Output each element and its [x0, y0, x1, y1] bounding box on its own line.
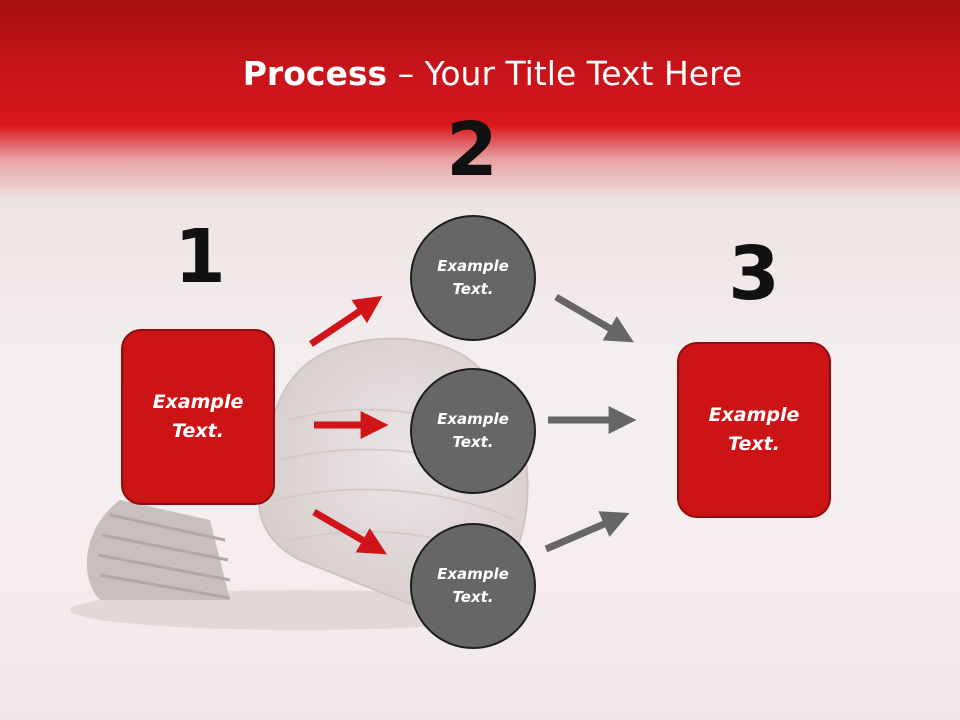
- circle-middle-text: Example Text.: [437, 410, 509, 451]
- page-title: Process – Your Title Text Here: [0, 52, 960, 96]
- title-rest: – Your Title Text Here: [387, 54, 743, 93]
- step-number-1: 1: [174, 214, 226, 300]
- arrow-red-down: [312, 508, 387, 555]
- arrow-gray-up: [544, 511, 630, 553]
- step-1-box-text: Example Text.: [152, 391, 244, 442]
- title-bold: Process: [242, 54, 388, 93]
- step-2-circle-bottom: Example Text.: [410, 523, 536, 649]
- arrow-gray-down: [554, 293, 634, 343]
- step-1-box: Example Text.: [121, 329, 275, 505]
- circle-bottom-text: Example Text.: [437, 565, 509, 606]
- step-number-3: 3: [728, 231, 780, 317]
- step-3-box-text: Example Text.: [708, 404, 800, 455]
- step-2-circle-middle: Example Text.: [410, 368, 536, 494]
- step-number-2: 2: [446, 107, 498, 193]
- circle-top-text: Example Text.: [437, 257, 509, 298]
- arrow-red-up: [309, 295, 383, 347]
- step-2-circle-top: Example Text.: [410, 215, 536, 341]
- step-3-box: Example Text.: [677, 342, 831, 518]
